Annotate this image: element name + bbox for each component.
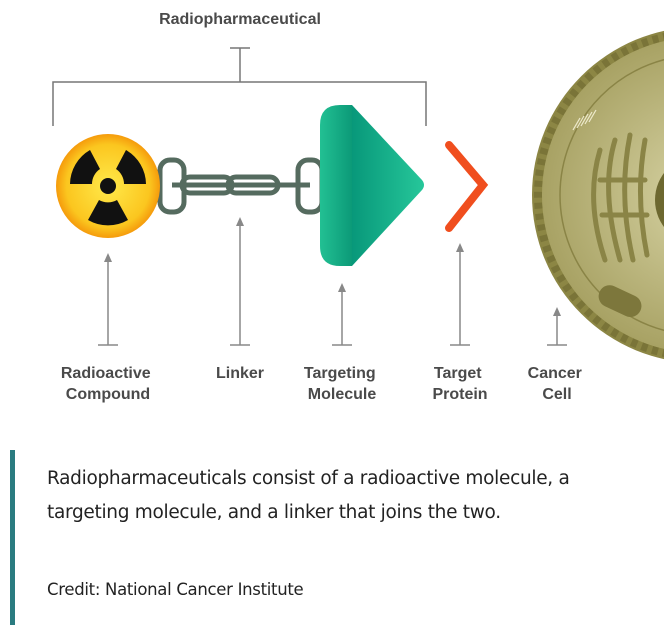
figure-caption: Radiopharmaceuticals consist of a radioa…	[10, 450, 655, 625]
pointer-arrows	[98, 217, 567, 346]
radiation-symbol-icon	[56, 134, 160, 238]
label-radioactive-compound: Radioactive Compound	[61, 365, 155, 403]
radiopharmaceutical-title: Radiopharmaceutical	[159, 11, 321, 28]
label-cancer-cell: Cancer Cell	[528, 365, 587, 403]
label-targeting-molecule: Targeting Molecule	[304, 365, 380, 403]
targeting-molecule-icon	[320, 105, 424, 266]
radiopharmaceutical-bracket	[52, 47, 427, 126]
radiopharmaceutical-diagram: Radiopharmaceutical	[52, 11, 664, 403]
caption-text: Radiopharmaceuticals consist of a radioa…	[47, 468, 570, 523]
target-protein-icon	[445, 141, 536, 232]
label-linker: Linker	[216, 365, 264, 382]
label-target-protein: Target Protein	[432, 365, 487, 403]
linker-chain-icon	[157, 157, 325, 215]
cancer-cell-icon	[532, 30, 664, 360]
caption-credit: Credit: National Cancer Institute	[47, 580, 304, 599]
